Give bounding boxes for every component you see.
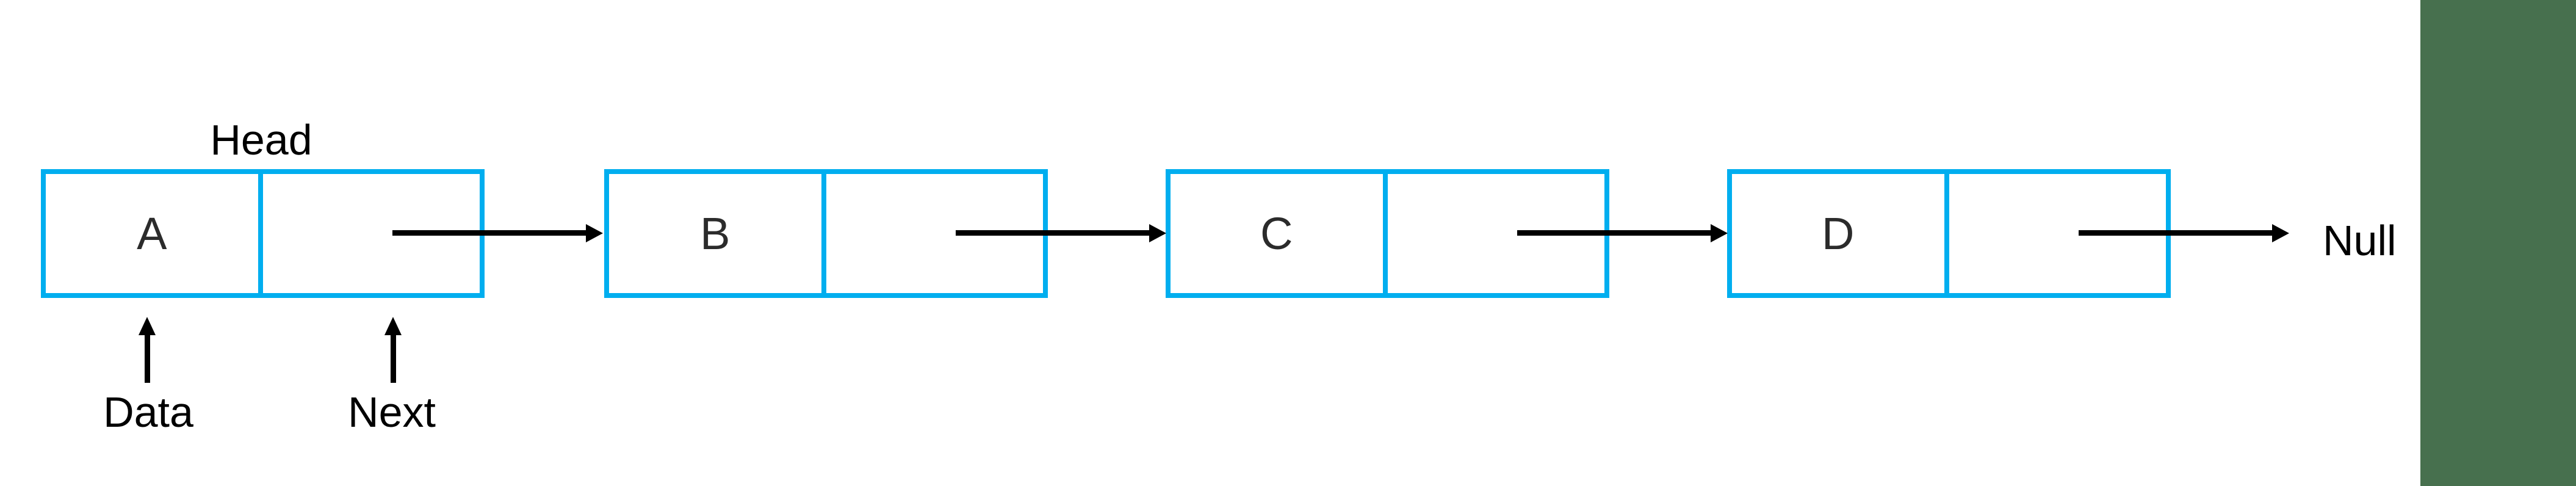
node-a-value: A (137, 208, 167, 259)
arrow-head (2272, 224, 2289, 242)
arrow-a-to-b-icon (392, 224, 603, 242)
node-a-data-cell: A (46, 174, 263, 293)
arrow-head (1149, 224, 1166, 242)
node-b-data-cell: B (609, 174, 826, 293)
arrow-head (586, 224, 603, 242)
data-field-arrow-icon (137, 317, 157, 383)
right-side-panel (2420, 0, 2576, 486)
arrow-head (1711, 224, 1728, 242)
node-b-value: B (700, 208, 731, 259)
arrow-shaft (391, 333, 396, 383)
node-d-data-cell: D (1732, 174, 1949, 293)
null-label: Null (2323, 217, 2397, 264)
arrow-shaft (145, 333, 150, 383)
arrow-head (139, 317, 156, 335)
node-d-value: D (1822, 208, 1855, 259)
arrow-shaft (392, 230, 587, 236)
data-label: Data (103, 388, 193, 436)
arrow-head (384, 317, 402, 335)
head-label: Head (210, 116, 312, 164)
node-c-data-cell: C (1171, 174, 1388, 293)
next-label: Next (348, 388, 436, 436)
next-field-arrow-icon (383, 317, 403, 383)
arrow-b-to-c-icon (956, 224, 1166, 242)
arrow-c-to-d-icon (1517, 224, 1728, 242)
node-c-value: C (1260, 208, 1293, 259)
arrow-shaft (2079, 230, 2273, 236)
arrow-shaft (1517, 230, 1712, 236)
arrow-d-to-null-icon (2079, 224, 2289, 242)
arrow-shaft (956, 230, 1150, 236)
